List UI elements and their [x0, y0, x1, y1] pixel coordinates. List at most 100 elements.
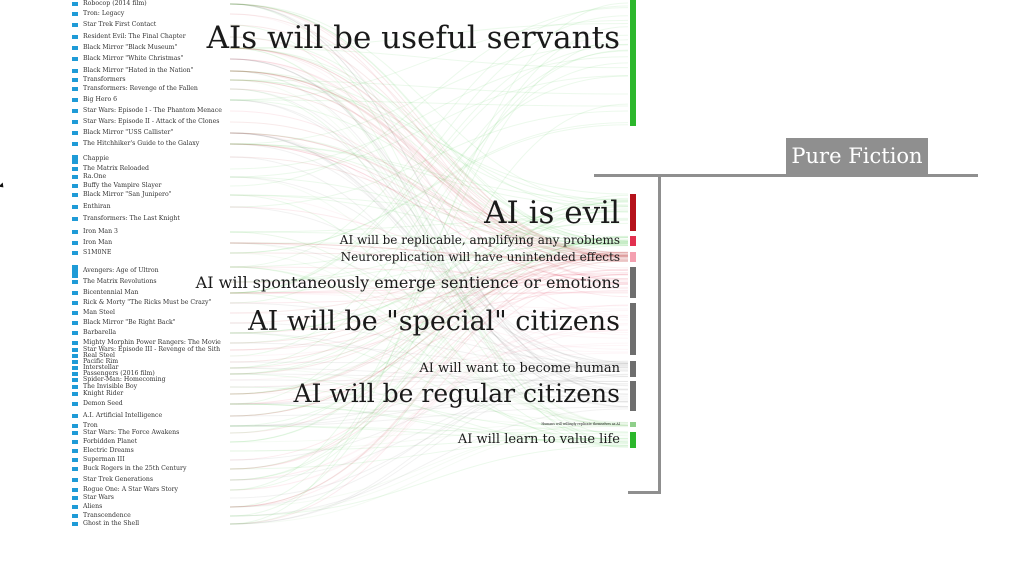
- theme-label: AI is evil: [484, 194, 620, 231]
- flow-curve: [229, 242, 629, 372]
- movie-title: Enthiran: [83, 202, 111, 210]
- movie-marker: [72, 414, 78, 418]
- movie-item: Big Hero 6: [72, 96, 117, 104]
- movie-marker: [72, 131, 78, 135]
- movie-marker: [72, 23, 78, 27]
- flow-curve: [229, 200, 629, 491]
- flow-curve: [229, 47, 629, 280]
- flow-curve: [229, 99, 629, 242]
- movie-item: Ghost in the Shell: [72, 520, 139, 528]
- flow-curve: [229, 304, 629, 508]
- flow-curve: [229, 13, 629, 319]
- flow-curve: [229, 251, 629, 314]
- movie-marker: [72, 392, 78, 396]
- movie-item: Electric Dreams: [72, 447, 134, 455]
- movie-marker: [72, 440, 78, 444]
- flow-curve: [229, 3, 629, 282]
- flow-curve: [229, 132, 629, 257]
- movie-item: Star Trek Generations: [72, 476, 153, 484]
- flow-curve: [229, 50, 629, 357]
- flow-curve: [229, 208, 629, 481]
- flow-curve: [229, 257, 629, 344]
- movie-marker: [72, 354, 78, 358]
- movie-marker: [72, 280, 78, 284]
- flow-curve: [229, 176, 629, 242]
- movie-title: Real Steel: [83, 351, 115, 359]
- flow-curve: [229, 406, 629, 427]
- movie-title: Avengers: Age of Ultron: [83, 267, 159, 275]
- movie-marker: [72, 184, 78, 188]
- movie-item: Star Trek First Contact: [72, 21, 156, 29]
- movie-marker: [72, 402, 78, 406]
- movie-marker: [72, 366, 78, 370]
- movie-title: Star Wars: Episode II - Attack of the Cl…: [83, 117, 220, 125]
- flow-curve: [229, 373, 629, 382]
- movie-item: Knight Rider: [72, 390, 123, 398]
- pure-fiction-text: Pure Fiction: [791, 144, 923, 168]
- flow-curve: [229, 273, 629, 525]
- flow-curve: [229, 362, 629, 525]
- flow-curve: [229, 254, 629, 417]
- flow-curve: [229, 34, 629, 294]
- flow-curve: [229, 388, 629, 427]
- movie-item: Ra.One: [72, 173, 106, 181]
- flow-curve: [229, 231, 629, 243]
- movie-item: The Hitchhiker's Guide to the Galaxy: [72, 140, 199, 148]
- flow-curve: [229, 79, 629, 207]
- flow-curve: [229, 245, 629, 395]
- flow-curve: [229, 3, 629, 364]
- flow-curve: [229, 47, 629, 257]
- flow-curve: [229, 43, 629, 145]
- flow-curve: [229, 47, 629, 254]
- theme-label: AIs will be useful servants: [206, 19, 620, 56]
- movie-title: Star Wars: The Force Awakens: [83, 428, 180, 436]
- movie-title: Barbarella: [83, 328, 117, 336]
- flow-curve: [229, 58, 629, 321]
- movie-title: Man Steel: [83, 308, 116, 316]
- movie-item: Transformers: [72, 76, 126, 84]
- movie-marker: [72, 155, 78, 164]
- flow-curve: [229, 194, 629, 446]
- theme-bar: [630, 267, 636, 298]
- flow-curve: [229, 374, 629, 481]
- theme-bar: [630, 381, 636, 411]
- movie-title: Black Mirror "Hated in the Nation": [83, 66, 194, 74]
- flow-curve: [229, 258, 629, 375]
- flow-curve: [229, 110, 629, 285]
- movie-item: Mighty Morphin Power Rangers: The Movie: [72, 339, 221, 347]
- theme-bar: [630, 194, 636, 231]
- flow-curve: [229, 197, 629, 434]
- flow-curve: [229, 79, 629, 95]
- flow-curve: [229, 194, 629, 333]
- flow-curve: [229, 5, 629, 268]
- flow-curve: [229, 47, 629, 316]
- movie-title: The Hitchhiker's Guide to the Galaxy: [83, 139, 200, 147]
- flow-curve: [229, 425, 629, 452]
- flow-curve: [229, 24, 629, 449]
- flow-curve: [229, 231, 629, 423]
- flow-curve: [229, 403, 629, 427]
- flow-curve: [229, 332, 629, 433]
- flow-curve: [229, 206, 629, 371]
- flow-curve: [229, 302, 629, 364]
- movie-title: Star Wars: Episode III - Revenge of the …: [83, 345, 221, 353]
- flow-curve: [229, 219, 629, 344]
- movie-marker: [72, 57, 78, 61]
- flow-curve: [229, 3, 629, 395]
- movie-marker: [72, 230, 78, 234]
- flow-curve: [229, 243, 629, 283]
- theme-label: AI will be "special" citizens: [248, 306, 620, 338]
- flow-curve: [229, 437, 629, 470]
- flow-curve: [229, 132, 629, 386]
- theme-bar: [630, 236, 636, 246]
- flow-curve: [229, 344, 629, 388]
- movie-item: Star Wars: [72, 494, 114, 502]
- flow-curve: [229, 99, 629, 367]
- movie-title: Big Hero 6: [83, 95, 118, 103]
- movie-title: Ra.One: [83, 172, 107, 180]
- flow-curve: [229, 236, 629, 525]
- movie-item: The Matrix Reloaded: [72, 165, 149, 173]
- flow-curve: [229, 26, 629, 491]
- movie-marker: [72, 496, 78, 500]
